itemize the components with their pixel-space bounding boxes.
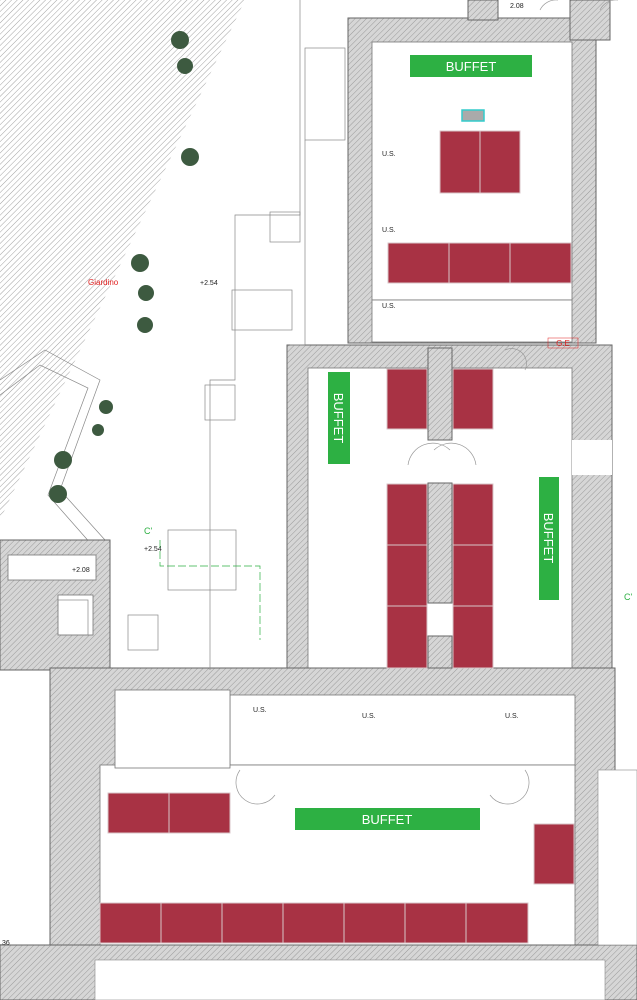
table [282,902,345,944]
table [509,242,572,284]
elevation-label: +2.54 [200,280,218,287]
tree-icon [171,31,189,49]
table [168,792,231,834]
tree-icon [92,424,104,436]
us-labels: U.S. U.S. U.S. U.S. U.S. U.S. [253,151,519,720]
small-cyan-table [461,109,485,122]
ge-label: G.E [556,339,570,348]
buffet-bottom: BUFFET [295,808,480,830]
section-mark: C' [624,592,632,602]
table [452,605,494,669]
table [439,130,481,194]
table [479,130,521,194]
buffet-label: BUFFET [331,393,346,444]
tree-icon [138,285,154,301]
buffet-middle-left: BUFFET [328,372,350,464]
table [404,902,467,944]
tree-icon [99,400,113,414]
buffet-label: BUFFET [362,812,413,827]
tree-icon [131,254,149,272]
table [465,902,529,944]
table [448,242,511,284]
elevation-label: +2.08 [72,567,90,574]
buffet-label: BUFFET [446,59,497,74]
table [452,544,494,607]
table [386,483,428,546]
table [99,902,162,944]
garden-boundary-wall [0,0,245,520]
tree-icon [181,148,199,166]
us-label: U.S. [382,303,396,310]
corridor [229,694,576,766]
buffet-label: BUFFET [541,513,556,564]
table [386,605,428,669]
table [386,368,428,430]
table [107,792,170,834]
table [386,544,428,607]
table [160,902,223,944]
dimension-label: 2.08 [510,3,524,10]
us-label: U.S. [253,707,267,714]
tree-icons [49,31,199,503]
table [387,242,450,284]
doors [235,0,618,805]
table [452,368,494,430]
buffet-middle-right: BUFFET [539,477,559,600]
elevation-label: +2.54 [144,546,162,553]
table [343,902,406,944]
section-mark: C' [144,526,152,536]
stairs [57,47,346,651]
tree-icon [49,485,67,503]
tables [99,130,575,944]
buffet-top: BUFFET [410,55,532,77]
us-label: U.S. [362,713,376,720]
table [221,902,284,944]
garden-label: Giardino [88,278,119,287]
us-label: U.S. [382,227,396,234]
tree-icon [54,451,72,469]
table [452,483,494,546]
us-label: U.S. [505,713,519,720]
us-label: U.S. [382,151,396,158]
dimension-label: .36 [0,940,10,947]
table [533,823,575,885]
tree-icon [177,58,193,74]
tree-icon [137,317,153,333]
